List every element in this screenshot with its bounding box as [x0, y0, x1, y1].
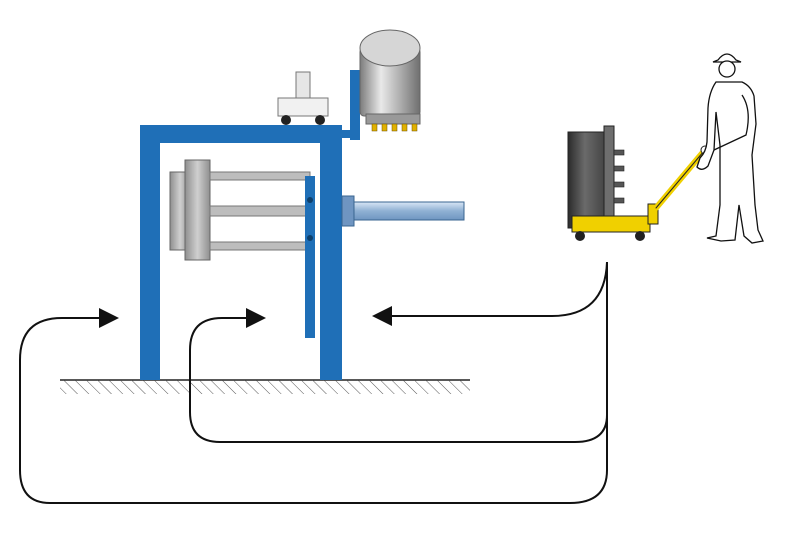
person-with-hardhat-icon [696, 53, 764, 244]
pallet-jack-cart-icon [567, 125, 710, 241]
hydraulic-cylinder [341, 195, 465, 227]
press-internals [169, 159, 315, 338]
pressure-vessel-icon [359, 29, 421, 132]
ground [60, 379, 470, 394]
press-frame [140, 70, 366, 380]
flow-arrows [19, 261, 608, 504]
weight-icon [277, 71, 329, 125]
